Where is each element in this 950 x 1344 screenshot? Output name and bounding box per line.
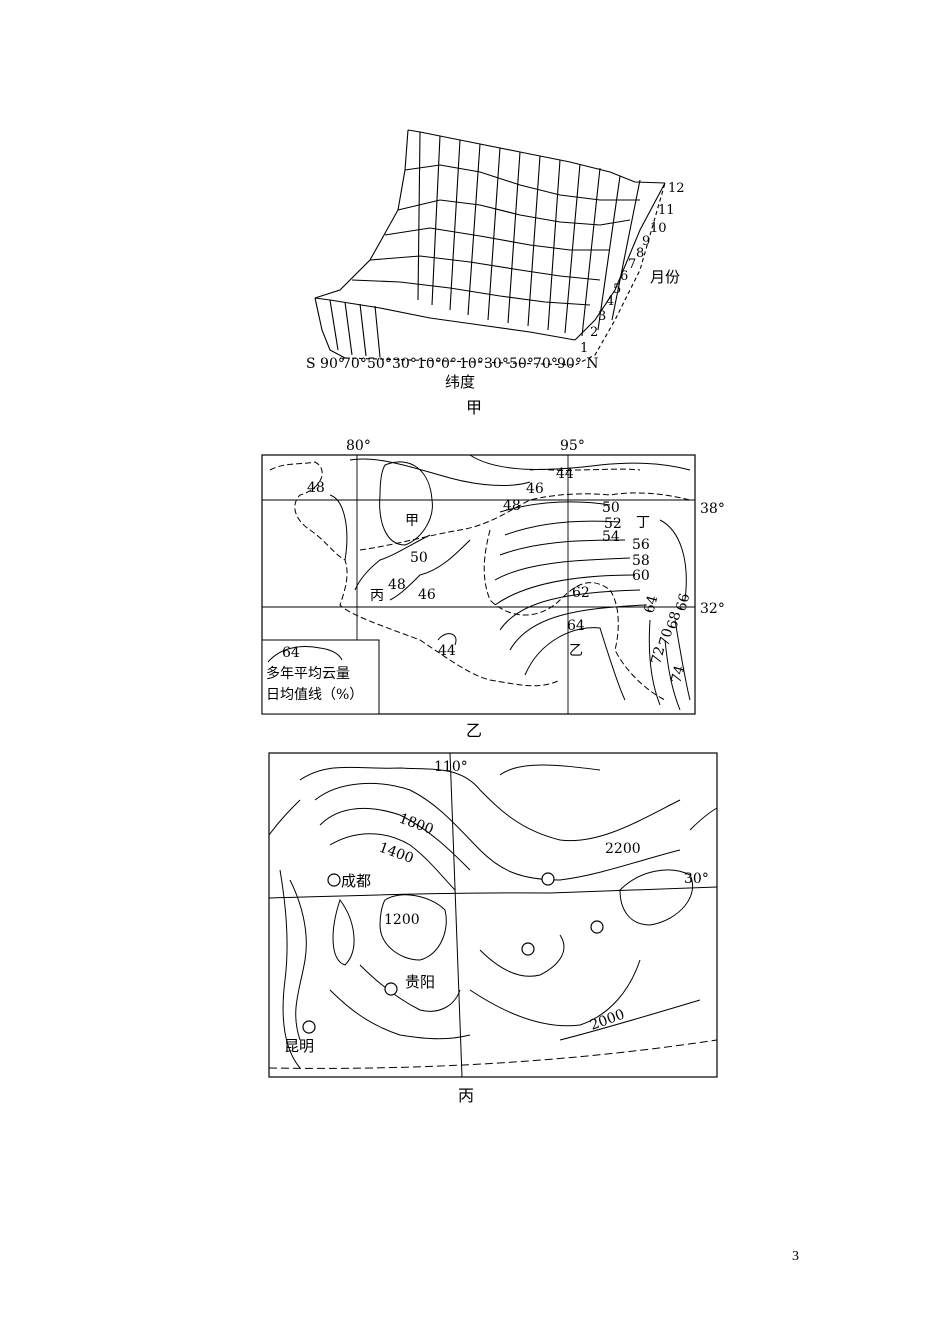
contour-label: 1400 [377, 840, 416, 867]
contour-label: 50 [410, 550, 428, 566]
figure-jia: 12 11 10 9 8 7 6 5 4 3 2 1 月份 S 90° 70° … [306, 129, 685, 417]
lat-tick: 90° N [557, 356, 599, 372]
city-marker [521, 942, 535, 956]
figure-caption: 乙 [466, 721, 482, 740]
contour-label: 62 [572, 585, 590, 601]
surface-right-edge [574, 182, 666, 341]
month-label: 月份 [650, 268, 680, 286]
place-label: 乙 [569, 643, 583, 659]
map-frame [268, 752, 718, 1078]
month-tick: 5 [613, 282, 621, 297]
contour-label: 70 [656, 627, 676, 648]
month-tick: 7 [628, 257, 636, 272]
month-tick: 6 [620, 269, 628, 284]
contour-label: 72 [648, 645, 668, 666]
contour-label: 44 [438, 643, 456, 659]
lat-tick: 0° [441, 356, 457, 372]
month-tick: 2 [590, 325, 598, 340]
contour-label: 52 [604, 516, 622, 532]
lat-tick: 70° [533, 356, 558, 372]
surface-back-edge [407, 129, 666, 184]
contour-label: 2200 [605, 841, 641, 857]
legend-box [261, 639, 380, 715]
place-label: 甲 [405, 513, 419, 529]
lat-label: 32° [700, 601, 725, 617]
city-marker-kunming [302, 1020, 316, 1034]
lat-tick: 30° [484, 356, 509, 372]
contour-label: 50 [602, 500, 620, 516]
lat-axis-label: 纬度 [445, 373, 475, 391]
contour-label: 54 [602, 529, 620, 545]
city-marker [590, 920, 604, 934]
legend-contour-sample [267, 646, 343, 663]
contour-label: 48 [503, 498, 521, 514]
contour-label: 58 [632, 553, 650, 569]
month-tick: 1 [580, 341, 588, 356]
month-tick: 12 [668, 181, 685, 196]
place-label: 丁 [636, 515, 650, 531]
contour-label: 68 [664, 610, 684, 631]
figure-bing: 110° 30° 1800 1400 1200 2200 2000 成都 贵阳 … [268, 752, 718, 1105]
contour-label: 46 [418, 587, 436, 603]
contour-label: 1800 [397, 811, 436, 838]
contour-label: 44 [556, 466, 574, 482]
lon-label: 80° [346, 438, 371, 454]
contour-label: 48 [307, 480, 325, 496]
lon-label: 95° [560, 438, 585, 454]
lat-tick: 10° [417, 356, 442, 372]
lat-tick: 10° [459, 356, 484, 372]
contour-label: 74 [668, 664, 688, 685]
contour-label: 66 [673, 592, 693, 613]
place-label: 丙 [370, 588, 384, 604]
month-tick: 4 [606, 294, 614, 309]
lat-line [268, 886, 718, 899]
contour-label: 48 [388, 577, 406, 593]
month-tick: 3 [598, 309, 606, 324]
surface-left-edge [314, 129, 409, 299]
figure-caption: 丙 [458, 1086, 474, 1105]
figure-yi: 80° 95° 38° 32° 甲 丙 乙 丁 48 44 46 48 50 5… [261, 438, 725, 740]
figure-caption: 甲 [466, 398, 482, 417]
month-tick: 10 [650, 221, 667, 236]
city-label-chengdu: 成都 [341, 872, 371, 890]
page-number: 3 [792, 1249, 799, 1264]
contour-label: 64 [567, 618, 585, 634]
lat-tick: 50° [509, 356, 534, 372]
map-frame [261, 454, 696, 715]
city-marker-chengdu [327, 873, 341, 887]
lat-label: 30° [684, 871, 709, 887]
month-tick: 11 [658, 203, 675, 218]
city-label-kunming: 昆明 [284, 1037, 314, 1055]
lat-tick: 50° [367, 356, 392, 372]
contour-label: 60 [632, 568, 650, 584]
city-marker [541, 872, 555, 886]
lat-tick: 70° [342, 356, 367, 372]
boundary-dashed [268, 1039, 718, 1069]
legend-line1: 多年平均云量 [266, 665, 350, 682]
city-marker-guiyang [384, 982, 398, 996]
lon-label: 110° [434, 759, 468, 775]
month-tick: 8 [636, 246, 644, 261]
contour-label: 1200 [384, 912, 420, 928]
contour-label: 46 [526, 481, 544, 497]
city-label-guiyang: 贵阳 [405, 973, 435, 991]
month-tick: 9 [642, 234, 650, 249]
legend-value: 64 [282, 645, 300, 661]
contour-label: 56 [632, 537, 650, 553]
lon-line [449, 752, 463, 1078]
contour-label: 64 [641, 594, 661, 615]
lat-tick: 30° [392, 356, 417, 372]
lat-tick: S 90° [306, 356, 345, 372]
lat-label: 38° [700, 501, 725, 517]
contour-label: 2000 [588, 1007, 627, 1034]
legend-line2: 日均值线（%） [266, 687, 363, 703]
